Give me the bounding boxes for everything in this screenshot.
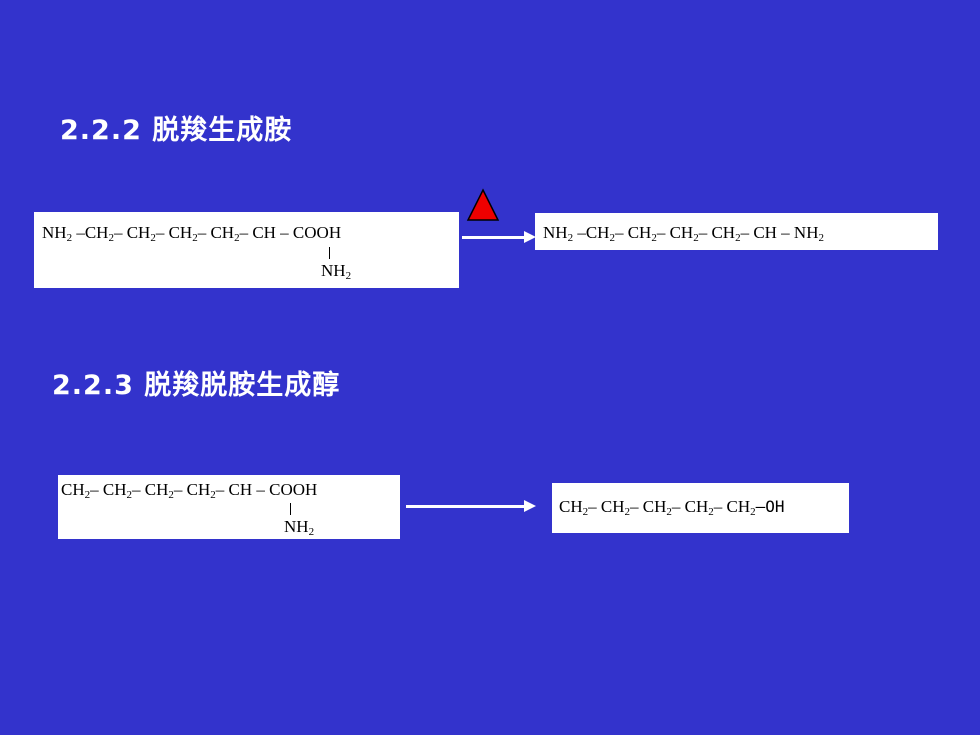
alcohol-formula-box: CH2– CH2– CH2– CH2– CH2–OH bbox=[552, 483, 849, 533]
bond-line bbox=[329, 247, 330, 259]
heat-triangle-icon bbox=[466, 188, 500, 221]
alcohol-chain: CH2– CH2– CH2– CH2– CH2–OH bbox=[559, 497, 785, 518]
section-heading-2-2-2: 2.2.2 脱羧生成胺 bbox=[60, 115, 293, 146]
reaction-arrow-1 bbox=[462, 231, 536, 243]
reaction-arrow-2 bbox=[406, 500, 536, 512]
amino-acid-formula-box: CH2– CH2– CH2– CH2– CH – COOH NH2 bbox=[58, 475, 400, 539]
amino-branch: NH2 bbox=[284, 517, 315, 538]
cadaverine-chain: NH2 –CH2– CH2– CH2– CH2– CH – NH2 bbox=[543, 223, 824, 244]
bond-line bbox=[290, 503, 291, 515]
lysine-main-chain: NH2 –CH2– CH2– CH2– CH2– CH – COOH bbox=[42, 223, 342, 244]
lysine-formula-box: NH2 –CH2– CH2– CH2– CH2– CH – COOH NH2 bbox=[34, 212, 459, 288]
section-heading-2-2-3: 2.2.3 脱羧脱胺生成醇 bbox=[52, 370, 341, 401]
amino-branch: NH2 bbox=[321, 261, 352, 282]
cadaverine-formula-box: NH2 –CH2– CH2– CH2– CH2– CH – NH2 bbox=[535, 213, 938, 250]
amino-acid-main-chain: CH2– CH2– CH2– CH2– CH – COOH bbox=[61, 480, 318, 501]
